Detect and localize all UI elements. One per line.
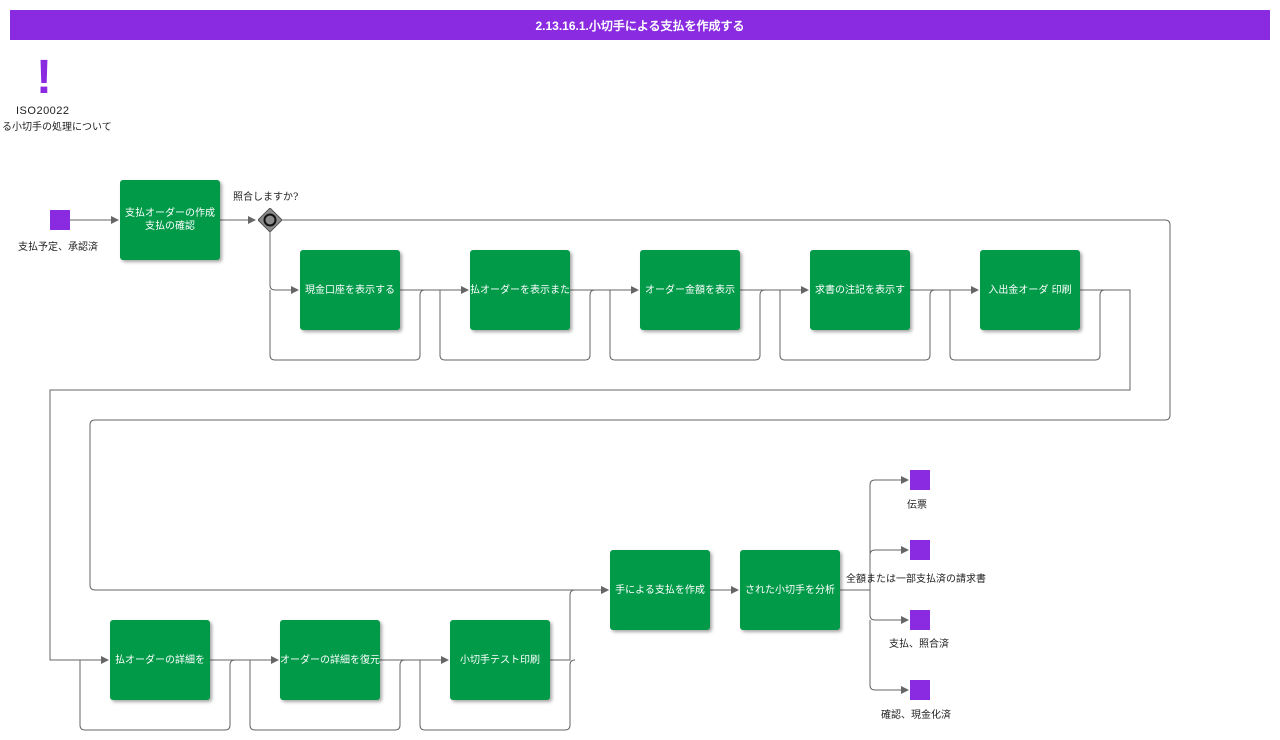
task-label: 小切手テスト印刷 [460, 654, 540, 666]
task-label: 求書の注記を表示す [815, 284, 905, 296]
task-label: された小切手を分析 [745, 584, 835, 596]
flow-loop-task9 [419, 659, 576, 731]
task-label-line1: 支払オーダーの作成 [125, 208, 215, 219]
task-show-payment-order[interactable]: 払オーダーを表示また [470, 250, 570, 330]
flow-task9-to-task10 [550, 586, 609, 661]
task-label: 現金口座を表示する [305, 284, 395, 296]
end-event-label: 伝票 [907, 500, 927, 511]
task-label: オーダーの詳細を復元 [280, 654, 380, 666]
flow-loop-task3 [439, 289, 596, 361]
flow-loop-task5 [779, 289, 936, 361]
start-event-label: 支払予定、承認済 [18, 242, 98, 253]
task-label: 入出金オーダ 印刷 [988, 284, 1072, 296]
exclamation-icon: ! [36, 51, 52, 104]
task-create-check-payment[interactable]: 手による支払を作成 [610, 550, 710, 630]
task-show-invoice-notes[interactable]: 求書の注記を表示す [810, 250, 910, 330]
task-label-line2: 支払の確認 [145, 221, 195, 232]
task-print-order[interactable]: 入出金オーダ 印刷 [980, 250, 1080, 330]
end-event-voucher[interactable] [910, 470, 930, 490]
task-show-order-amount[interactable]: オーダー金額を表示 [640, 250, 740, 330]
flow-loop-task8 [249, 659, 406, 731]
task-create-payment-order[interactable]: 支払オーダーの作成 支払の確認 [120, 180, 220, 260]
end-event-cashed[interactable] [910, 680, 930, 700]
flow-task11-to-end2 [869, 546, 909, 590]
flow-task6-to-task7 [49, 289, 1131, 664]
task-restore-order-details[interactable]: オーダーの詳細を復元 [280, 620, 380, 700]
end-event-invoice[interactable] [910, 540, 930, 560]
task-show-cash-account[interactable]: 現金口座を表示する [300, 250, 400, 330]
gateway-label: 照合しますか? [233, 192, 299, 203]
flow-gateway-to-task2 [269, 232, 299, 294]
task-check-test-print[interactable]: 小切手テスト印刷 [450, 620, 550, 700]
exclusive-gateway-icon [257, 207, 283, 233]
task-label: 払オーダーを表示また [470, 284, 570, 296]
flow-loop-task7 [79, 659, 236, 731]
task-payment-order-details[interactable]: 払オーダーの詳細を [110, 620, 210, 700]
note-sublabel: る小切手の処理について [2, 122, 112, 133]
end-event-label: 支払、照合済 [889, 639, 949, 650]
task-label: オーダー金額を表示 [645, 284, 735, 296]
task-analyze-checks[interactable]: された小切手を分析 [740, 550, 840, 630]
task-label: 払オーダーの詳細を [115, 654, 205, 666]
end-event-reconciled[interactable] [910, 610, 930, 630]
end-event-label: 全額または一部支払済の請求書 [846, 574, 986, 585]
task-label: 手による支払を作成 [615, 584, 705, 596]
flow-task11-to-end1 [840, 476, 909, 591]
flow-gateway-bypass [89, 219, 1171, 594]
note-label: ISO20022 [16, 105, 70, 117]
flow-loop-task6 [949, 289, 1106, 361]
page-title: 2.13.16.1.小切手による支払を作成する [10, 10, 1270, 40]
start-event[interactable] [50, 210, 70, 230]
flow-loop-task2 [269, 289, 426, 361]
flow-loop-task4 [609, 289, 766, 361]
gateway-diamond[interactable] [257, 207, 283, 233]
end-event-label: 確認、現金化済 [881, 710, 951, 721]
flow-task11-to-end3 [869, 590, 909, 624]
flow-task11-to-end4 [869, 620, 909, 694]
